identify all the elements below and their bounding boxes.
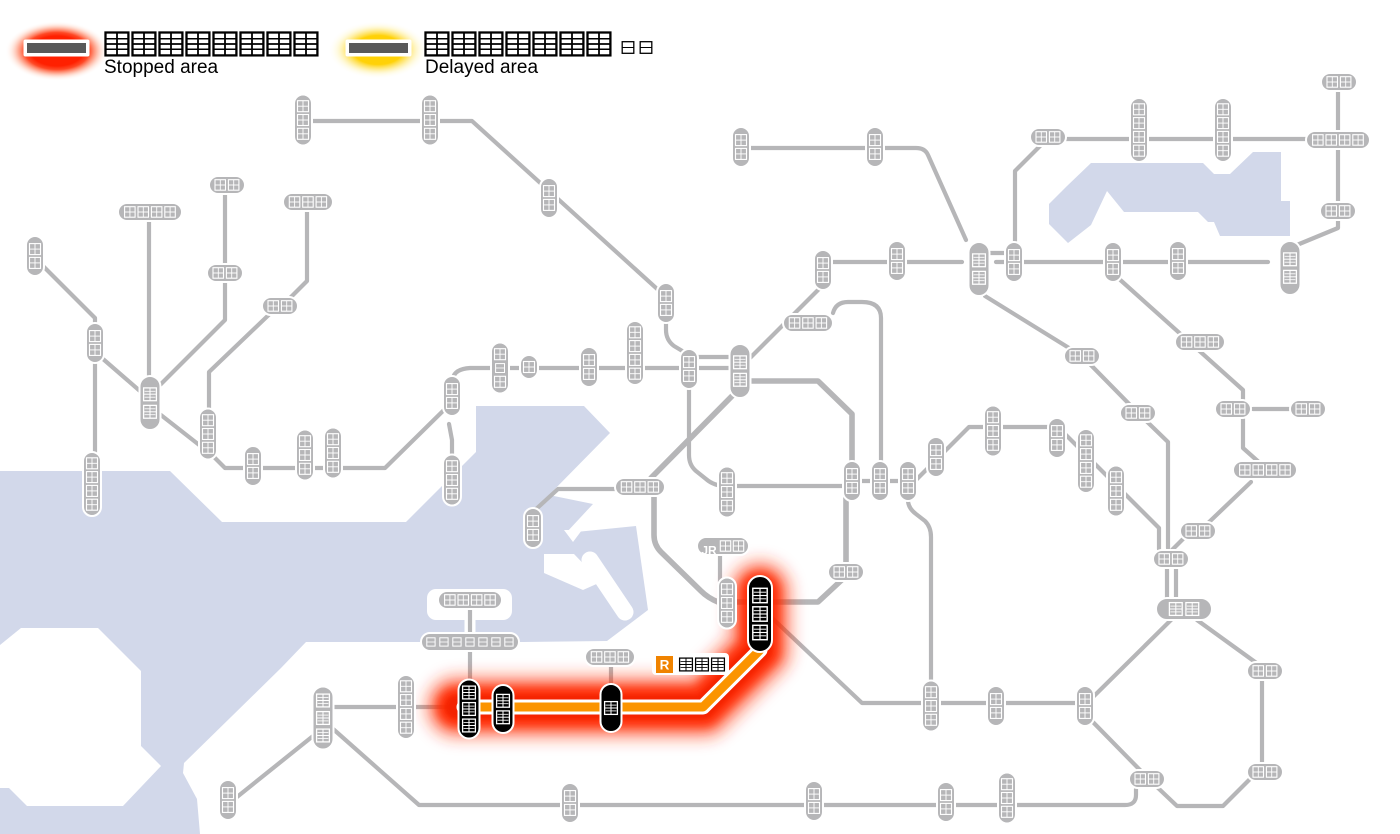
svg-text:R: R <box>660 658 670 673</box>
svg-text:Delayed area: Delayed area <box>425 57 538 78</box>
svg-text:JR: JR <box>701 544 717 558</box>
svg-text:Stopped area: Stopped area <box>104 57 219 78</box>
